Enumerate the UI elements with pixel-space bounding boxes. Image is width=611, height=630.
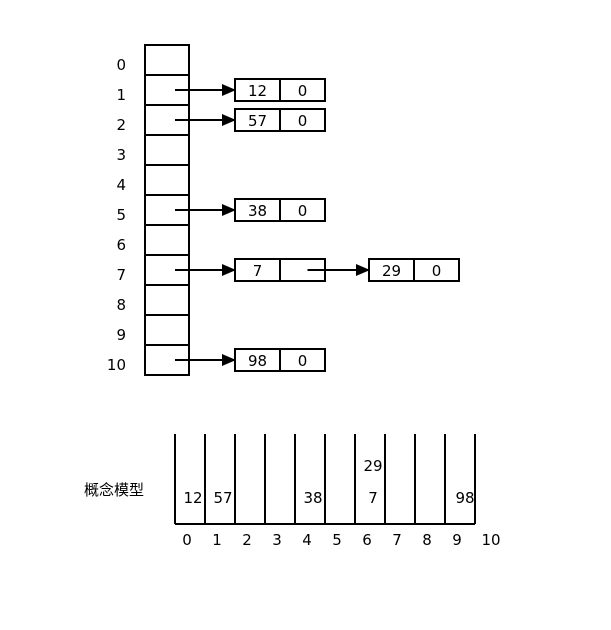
bucket-value-38: 38 <box>303 489 322 507</box>
node-next-null: 0 <box>432 262 442 280</box>
node-next-null: 0 <box>298 112 308 130</box>
list-node-29: 29 0 <box>368 258 460 282</box>
axis-label-2: 2 <box>242 531 252 549</box>
slot-index-3: 3 <box>116 146 126 164</box>
node-value: 7 <box>253 262 263 280</box>
slot-index-1: 1 <box>116 86 126 104</box>
node-value: 12 <box>248 82 267 100</box>
slot-index-4: 4 <box>116 176 126 194</box>
slot-index-2: 2 <box>116 116 126 134</box>
list-node-38: 38 0 <box>234 198 326 222</box>
concept-model-caption: 概念模型 <box>84 481 144 499</box>
slot-index-9: 9 <box>116 326 126 344</box>
slot-index-5: 5 <box>116 206 126 224</box>
table-slot-9 <box>144 314 190 346</box>
table-slot-4 <box>144 164 190 196</box>
axis-label-4: 4 <box>302 531 312 549</box>
node-value: 38 <box>248 202 267 220</box>
axis-label-9: 9 <box>452 531 462 549</box>
axis-label-10: 10 <box>481 531 500 549</box>
axis-label-7: 7 <box>392 531 402 549</box>
table-slot-3 <box>144 134 190 166</box>
list-node-12: 12 0 <box>234 78 326 102</box>
node-value: 29 <box>382 262 401 280</box>
axis-label-5: 5 <box>332 531 342 549</box>
axis-label-1: 1 <box>212 531 222 549</box>
table-slot-0 <box>144 44 190 76</box>
bucket-value-98: 98 <box>455 489 474 507</box>
node-next-null: 0 <box>298 82 308 100</box>
axis-label-3: 3 <box>272 531 282 549</box>
list-node-57: 57 0 <box>234 108 326 132</box>
bucket-value-57: 57 <box>213 489 232 507</box>
bucket-value-29: 29 <box>363 457 382 475</box>
table-slot-6 <box>144 224 190 256</box>
node-value: 98 <box>248 352 267 370</box>
node-next-null: 0 <box>298 202 308 220</box>
linked-chains: 12 0 57 0 38 0 7 29 0 98 0 <box>175 78 460 372</box>
bucket-value-7: 7 <box>368 489 378 507</box>
node-value: 57 <box>248 112 267 130</box>
hash-table: 0 1 2 3 4 5 6 7 8 9 10 <box>107 44 190 376</box>
axis-label-8: 8 <box>422 531 432 549</box>
slot-index-8: 8 <box>116 296 126 314</box>
slot-index-6: 6 <box>116 236 126 254</box>
axis-label-0: 0 <box>182 531 192 549</box>
node-next-null: 0 <box>298 352 308 370</box>
slot-index-10: 10 <box>107 356 126 374</box>
slot-index-7: 7 <box>116 266 126 284</box>
table-slot-8 <box>144 284 190 316</box>
axis-label-6: 6 <box>362 531 372 549</box>
slot-index-0: 0 <box>116 56 126 74</box>
bucket-value-12: 12 <box>183 489 202 507</box>
list-node-98: 98 0 <box>234 348 326 372</box>
